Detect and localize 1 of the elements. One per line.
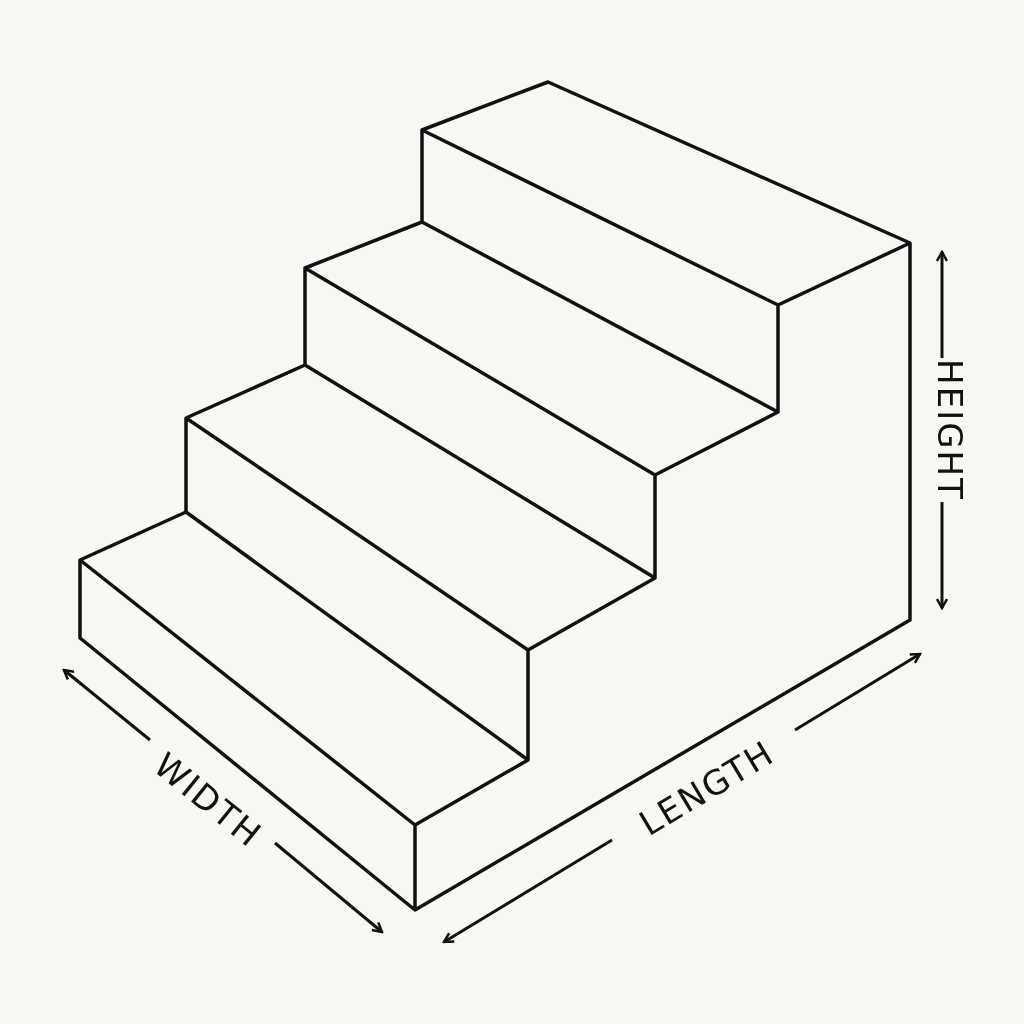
- dimension-label: HEIGHT: [932, 359, 967, 501]
